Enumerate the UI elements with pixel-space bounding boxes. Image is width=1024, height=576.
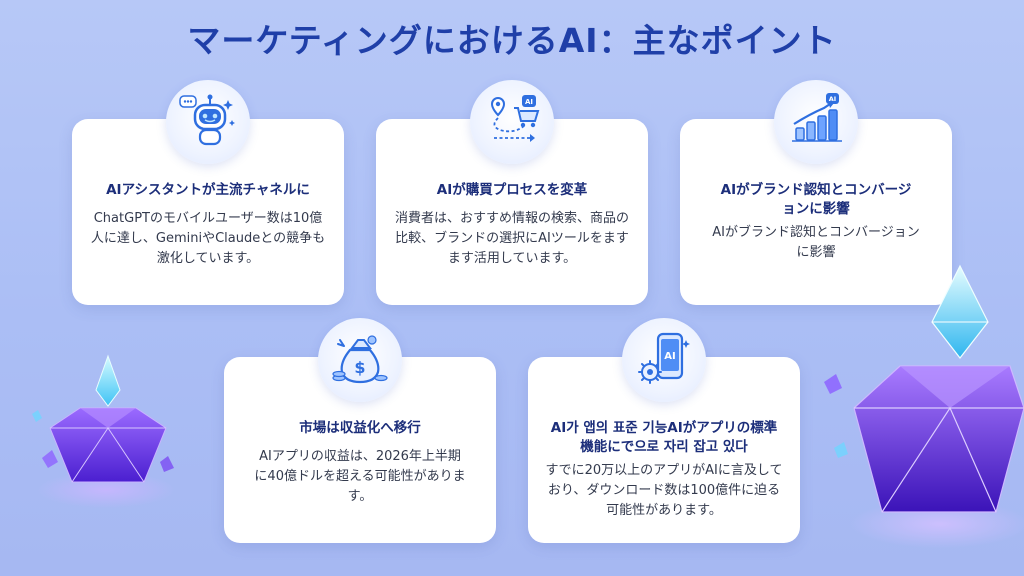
card-ai-standard-feature: AI가 앱의 표준 기능AIがアプリの標準機能にで으로 자리 잡고 있다 すでに… xyxy=(528,357,800,543)
card-title: 市場は収益化へ移行 xyxy=(299,420,421,436)
card-description: 消費者は、おすすめ情報の検索、商品の比較、ブランドの選択にAIツールをますます活… xyxy=(394,211,629,266)
card-title: AIアシスタントが主流チャネルに xyxy=(106,182,310,198)
chatbot-robot-icon xyxy=(166,80,250,164)
card-description: ChatGPTのモバイルユーザー数は10億人に達し、GeminiやClaudeと… xyxy=(90,211,326,266)
growth-chart-icon: AI xyxy=(774,80,858,164)
shopping-journey-icon: AI xyxy=(470,80,554,164)
ai-badge-label: AI xyxy=(664,351,675,362)
card-description: すでに20万以上のアプリがAIに言及しており、ダウンロード数は100億件に迫る可… xyxy=(545,463,783,518)
card-description: AIがブランド認知とコンバージョンに影響 xyxy=(712,225,920,260)
money-bag-icon: $ xyxy=(318,318,402,402)
ai-smartphone-icon: AI xyxy=(622,318,706,402)
card-title: AI가 앱의 표준 기능AIがアプリの標準機能にで으로 자리 잡고 있다 xyxy=(550,420,778,455)
ai-badge-label: AI xyxy=(525,98,533,106)
card-title: AIが購買プロセスを変革 xyxy=(436,182,588,198)
card-description: AIアプリの収益は、2026年上半期に40億ドルを超える可能性があります。 xyxy=(254,449,466,504)
ai-badge-label: AI xyxy=(829,95,836,103)
dollar-sign-label: $ xyxy=(354,358,365,377)
crystal-gem-left-icon xyxy=(32,354,176,508)
crystal-gem-right-icon xyxy=(824,264,1024,548)
card-title: AIがブランド認知とコンバージョンに影響 xyxy=(720,182,912,217)
page-title: マーケティングにおけるAI：主なポイント xyxy=(187,21,837,60)
